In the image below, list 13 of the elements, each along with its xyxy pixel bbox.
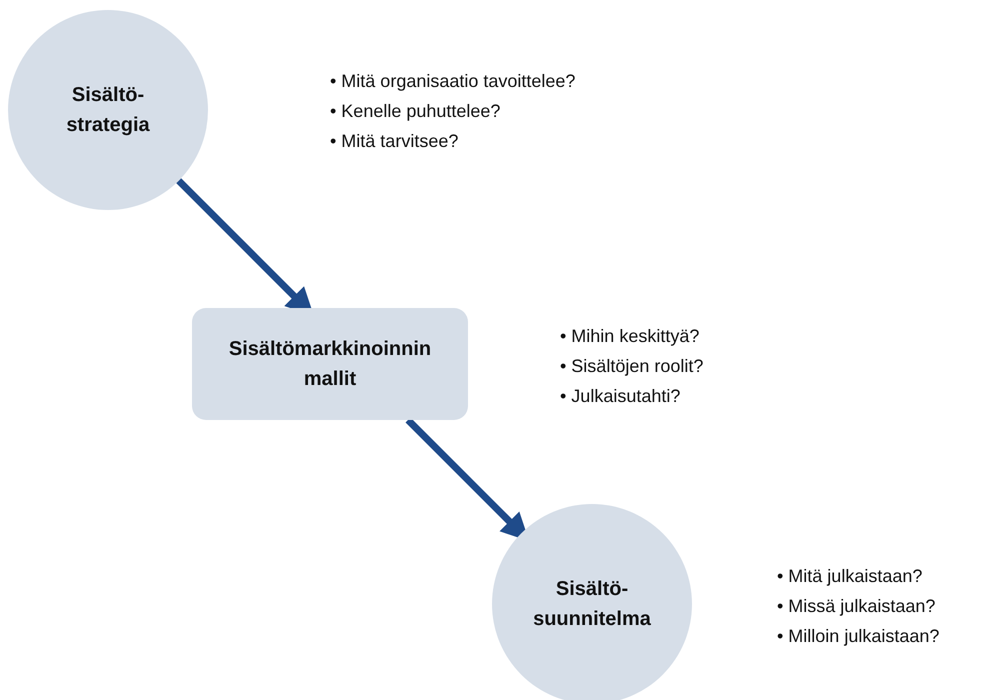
node-title: Sisältömarkkinoinnin mallit — [228, 337, 432, 392]
bullet-item: • Milloin julkaistaan? — [777, 625, 940, 648]
bullet-item: • Mitä julkaistaan? — [777, 565, 924, 588]
bullet-item: • Mitä tarvitsee? — [330, 130, 460, 153]
bullet-item: • Mitä organisaatio tavoittelee? — [330, 70, 576, 93]
node-title: Sisältö- suunnitelma — [532, 577, 652, 632]
bullet-item: • Kenelle puhuttelee? — [330, 100, 502, 123]
node-title: Sisältö- strategia — [65, 83, 151, 138]
bullet-item: • Sisältöjen roolit? — [560, 355, 704, 378]
bullet-item: • Mihin keskittyä? — [560, 325, 700, 348]
bullet-item: • Julkaisutahti? — [560, 385, 682, 408]
bullet-item: • Missä julkaistaan? — [777, 595, 936, 618]
rounded-box-node — [192, 308, 468, 420]
